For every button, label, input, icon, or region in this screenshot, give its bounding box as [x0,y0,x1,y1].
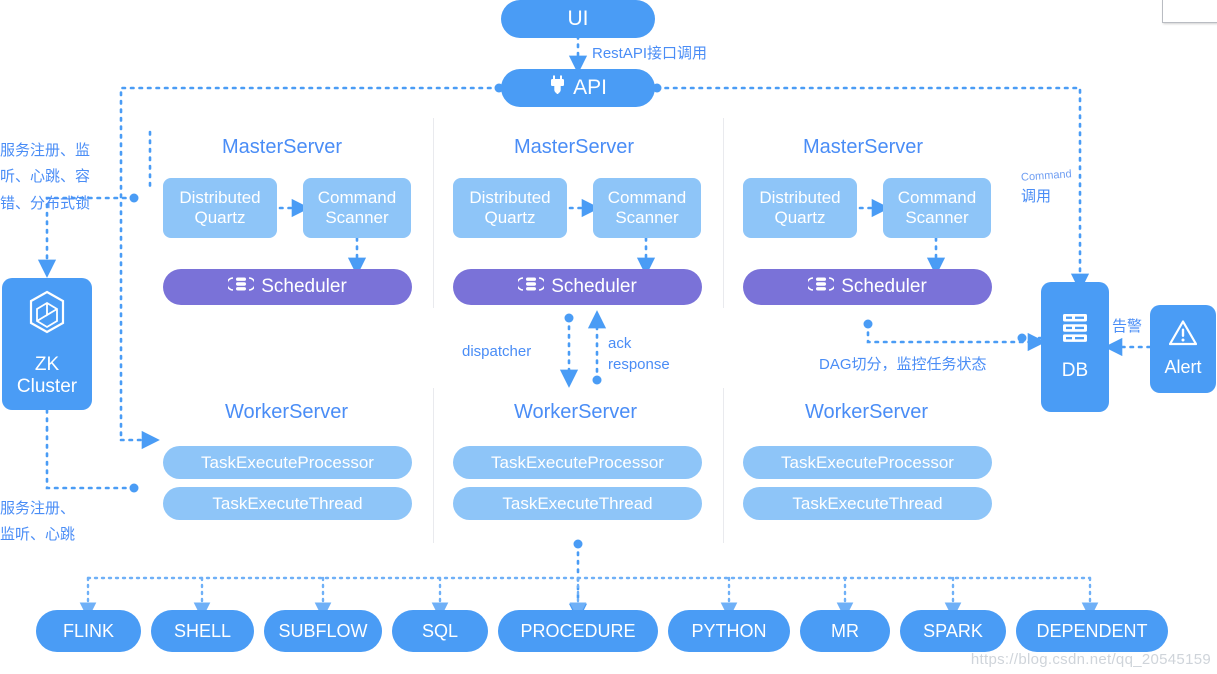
task-execute-thread-1[interactable]: TaskExecuteThread [163,487,412,520]
edge-label-zk-bottom: 服务注册、 监听、心跳 [0,500,76,544]
edge-label-alert: 告警 [1112,318,1143,335]
worker-title-3: WorkerServer [805,401,928,423]
task-execute-processor-2[interactable]: TaskExecuteProcessor [453,446,702,479]
alert-node[interactable]: Alert [1150,305,1216,393]
api-node[interactable]: API [501,69,655,107]
column-separator-2-bottom [723,388,724,543]
zk-line2: Cluster [16,375,78,397]
cube-icon [27,290,67,340]
task-execute-thread-3[interactable]: TaskExecuteThread [743,487,992,520]
edge-label-dag: DAG切分，监控任务状态 [819,356,987,373]
scheduler-1[interactable]: Scheduler [163,269,412,305]
scheduler-label-3: Scheduler [841,276,927,298]
edge-label-ack-response: ack response [608,335,670,373]
task-type-dependent[interactable]: DEPENDENT [1016,610,1168,652]
zk-line1: ZK [34,354,60,376]
alert-label: Alert [1164,357,1202,377]
master-title-1: MasterServer [222,136,343,158]
command-scanner-1[interactable]: Command Scanner [303,178,411,238]
edge-label-restapi: RestAPI接口调用 [592,45,708,62]
db-label: DB [1061,360,1089,381]
worker-title-2: WorkerServer [514,401,637,423]
zk-cluster-node[interactable]: ZK Cluster [2,278,92,410]
task-execute-processor-1[interactable]: TaskExecuteProcessor [163,446,412,479]
edge-label-zk-top: 服务注册、监 听、心跳、容 错、分布式锁 [0,142,91,212]
column-separator-1-bottom [433,388,434,543]
sliders-icon [516,275,547,299]
distributed-quartz-2[interactable]: Distributed Quartz [453,178,567,238]
distributed-quartz-3[interactable]: Distributed Quartz [743,178,857,238]
scheduler-label-2: Scheduler [551,276,637,298]
command-scanner-2[interactable]: Command Scanner [593,178,701,238]
task-type-spark[interactable]: SPARK [900,610,1006,652]
db-node[interactable]: DB [1041,282,1109,412]
task-type-shell[interactable]: SHELL [151,610,254,652]
window-corner-artifact [1162,0,1217,23]
scheduler-2[interactable]: Scheduler [453,269,702,305]
task-type-procedure[interactable]: PROCEDURE [498,610,658,652]
sliders-icon [226,275,257,299]
column-separator-1-top [433,118,434,308]
task-type-sql[interactable]: SQL [392,610,488,652]
api-label: API [573,75,607,99]
distributed-quartz-1[interactable]: Distributed Quartz [163,178,277,238]
task-type-flink[interactable]: FLINK [36,610,141,652]
ui-node[interactable]: UI [501,0,655,38]
command-scanner-3[interactable]: Command Scanner [883,178,991,238]
edge-label-dispatcher: dispatcher [462,343,532,360]
warning-icon [1168,320,1198,351]
database-icon [1060,312,1090,350]
scheduler-3[interactable]: Scheduler [743,269,992,305]
edge-label-command-cn: 调用 [1021,188,1052,205]
edge-label-command-en: Command [1020,168,1073,184]
task-type-subflow[interactable]: SUBFLOW [264,610,382,652]
task-execute-thread-2[interactable]: TaskExecuteThread [453,487,702,520]
scheduler-label-1: Scheduler [261,276,347,298]
task-execute-processor-3[interactable]: TaskExecuteProcessor [743,446,992,479]
worker-title-1: WorkerServer [225,401,348,423]
plug-icon [549,75,566,100]
task-type-mr[interactable]: MR [800,610,890,652]
sliders-icon [806,275,837,299]
watermark: https://blog.csdn.net/qq_20545159 [970,651,1211,668]
master-title-3: MasterServer [803,136,924,158]
master-title-2: MasterServer [514,136,635,158]
task-type-python[interactable]: PYTHON [668,610,790,652]
column-separator-2-top [723,118,724,308]
